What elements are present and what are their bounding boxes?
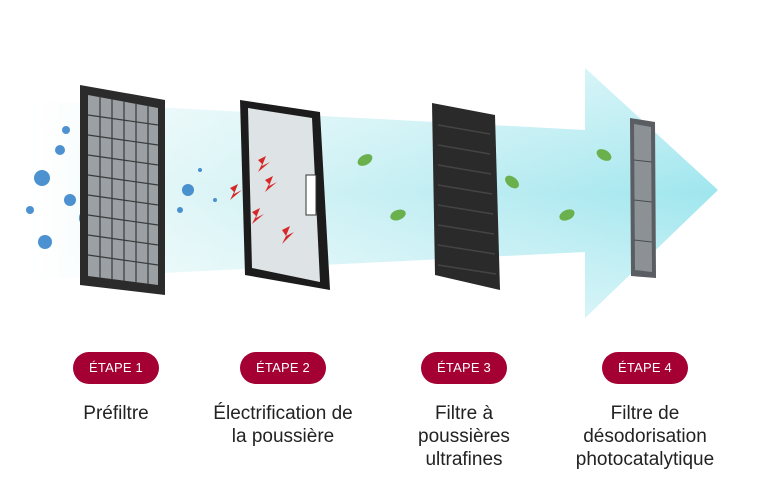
electrification-filter-icon	[230, 100, 330, 290]
ultrafine-dust-filter-icon	[432, 103, 500, 290]
step-4: ÉTAPE 4 Filtre de désodorisation photoca…	[575, 352, 715, 471]
step-badge: ÉTAPE 2	[240, 352, 326, 384]
step-badge: ÉTAPE 4	[602, 352, 688, 384]
step-2: ÉTAPE 2 Électrification de la poussière	[205, 352, 361, 448]
step-label: Filtre de désodorisation photocatalytiqu…	[575, 403, 715, 470]
filtration-illustration	[20, 68, 718, 318]
step-badge: ÉTAPE 1	[73, 352, 159, 384]
step-label: Électrification de la poussière	[213, 403, 353, 447]
step-label: Préfiltre	[83, 403, 149, 424]
prefilter-mesh-icon	[80, 85, 165, 295]
leaf-icons	[357, 149, 612, 221]
step-label: Filtre à poussières ultrafines	[418, 403, 510, 470]
airflow-arrow-icon	[20, 68, 718, 318]
step-1: ÉTAPE 1 Préfiltre	[62, 352, 170, 425]
step-3: ÉTAPE 3 Filtre à poussières ultrafines	[410, 352, 518, 471]
photocatalytic-filter-icon	[630, 118, 656, 278]
step-badge: ÉTAPE 3	[421, 352, 507, 384]
